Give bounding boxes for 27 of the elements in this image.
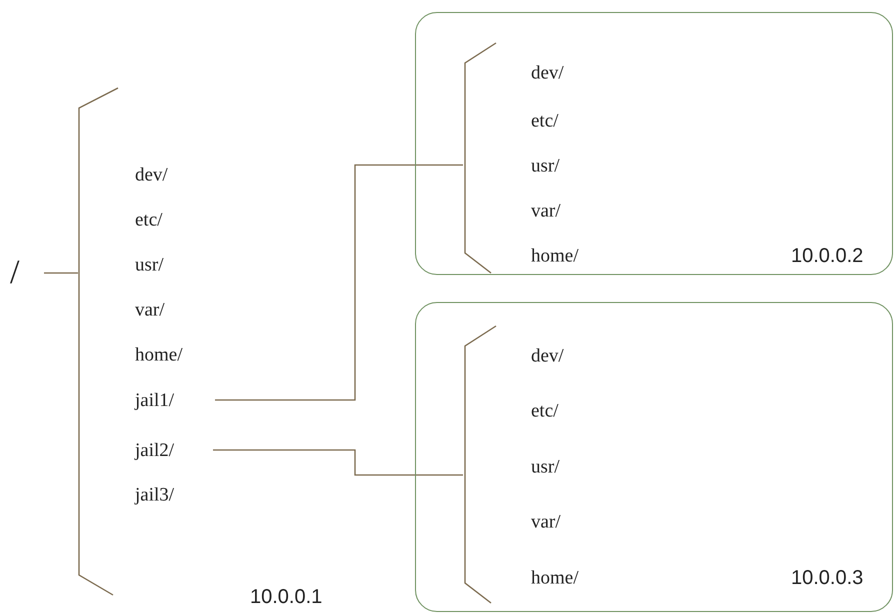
container-box xyxy=(415,12,893,275)
directory-name: jail2/ xyxy=(135,440,174,460)
directory-name: jail3/ xyxy=(135,486,174,504)
directory-name: jail1/ xyxy=(135,390,174,410)
directory-name: etc/ xyxy=(531,112,558,130)
directory-name: home/ xyxy=(531,246,578,266)
directory-name: var/ xyxy=(531,202,561,220)
directory-name: usr/ xyxy=(531,458,560,476)
directory-name: dev/ xyxy=(531,64,564,82)
directory-name: home/ xyxy=(531,568,578,588)
directory-name: home/ xyxy=(135,346,182,364)
root-directory: / xyxy=(10,256,20,290)
connector-line xyxy=(44,272,78,274)
container-box xyxy=(415,302,893,612)
directory-name: usr/ xyxy=(531,156,560,176)
connector-line xyxy=(213,449,463,476)
ip-address: 10.0.0.1 xyxy=(250,587,322,607)
connector-line xyxy=(215,164,463,401)
directory-name: var/ xyxy=(135,300,165,320)
ip-address: 10.0.0.3 xyxy=(791,568,864,588)
directory-name: var/ xyxy=(531,512,561,532)
directory-name: usr/ xyxy=(135,256,164,274)
directory-name: etc/ xyxy=(531,402,558,420)
ip-address: 10.0.0.2 xyxy=(791,246,864,266)
directory-name: etc/ xyxy=(135,210,162,230)
directory-name: dev/ xyxy=(531,346,564,366)
directory-name: dev/ xyxy=(135,166,168,184)
